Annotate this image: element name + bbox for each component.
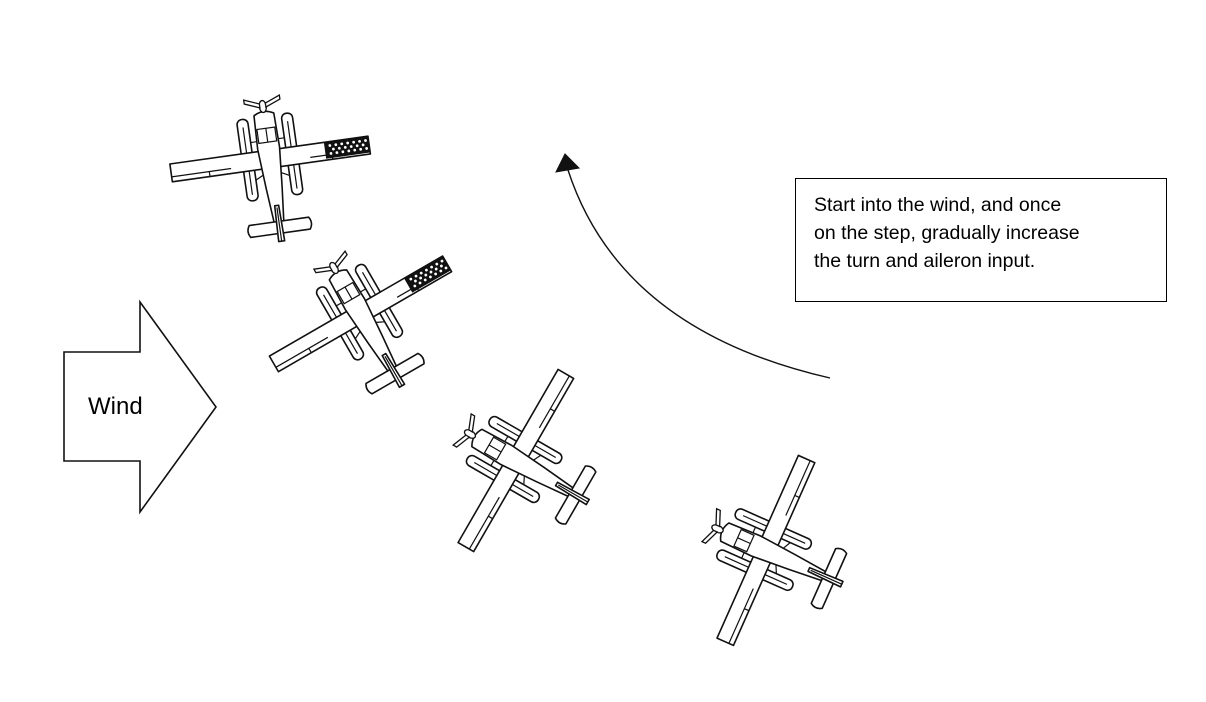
seaplane-3 bbox=[412, 343, 638, 589]
instruction-note: Start into the wind, and once on the ste… bbox=[795, 178, 1167, 302]
note-line-3: the turn and aileron input. bbox=[814, 247, 1148, 275]
note-line-1: Start into the wind, and once bbox=[814, 191, 1148, 219]
wind-label: Wind bbox=[88, 391, 143, 423]
turn-arrowhead bbox=[556, 154, 579, 172]
note-line-2: on the step, gradually increase bbox=[814, 219, 1148, 247]
checker-flag-2 bbox=[404, 256, 450, 292]
turn-path-arrow bbox=[568, 170, 830, 378]
seaplane-2 bbox=[243, 210, 489, 436]
seaplane-4 bbox=[669, 434, 883, 676]
seaplane-1 bbox=[162, 84, 380, 255]
